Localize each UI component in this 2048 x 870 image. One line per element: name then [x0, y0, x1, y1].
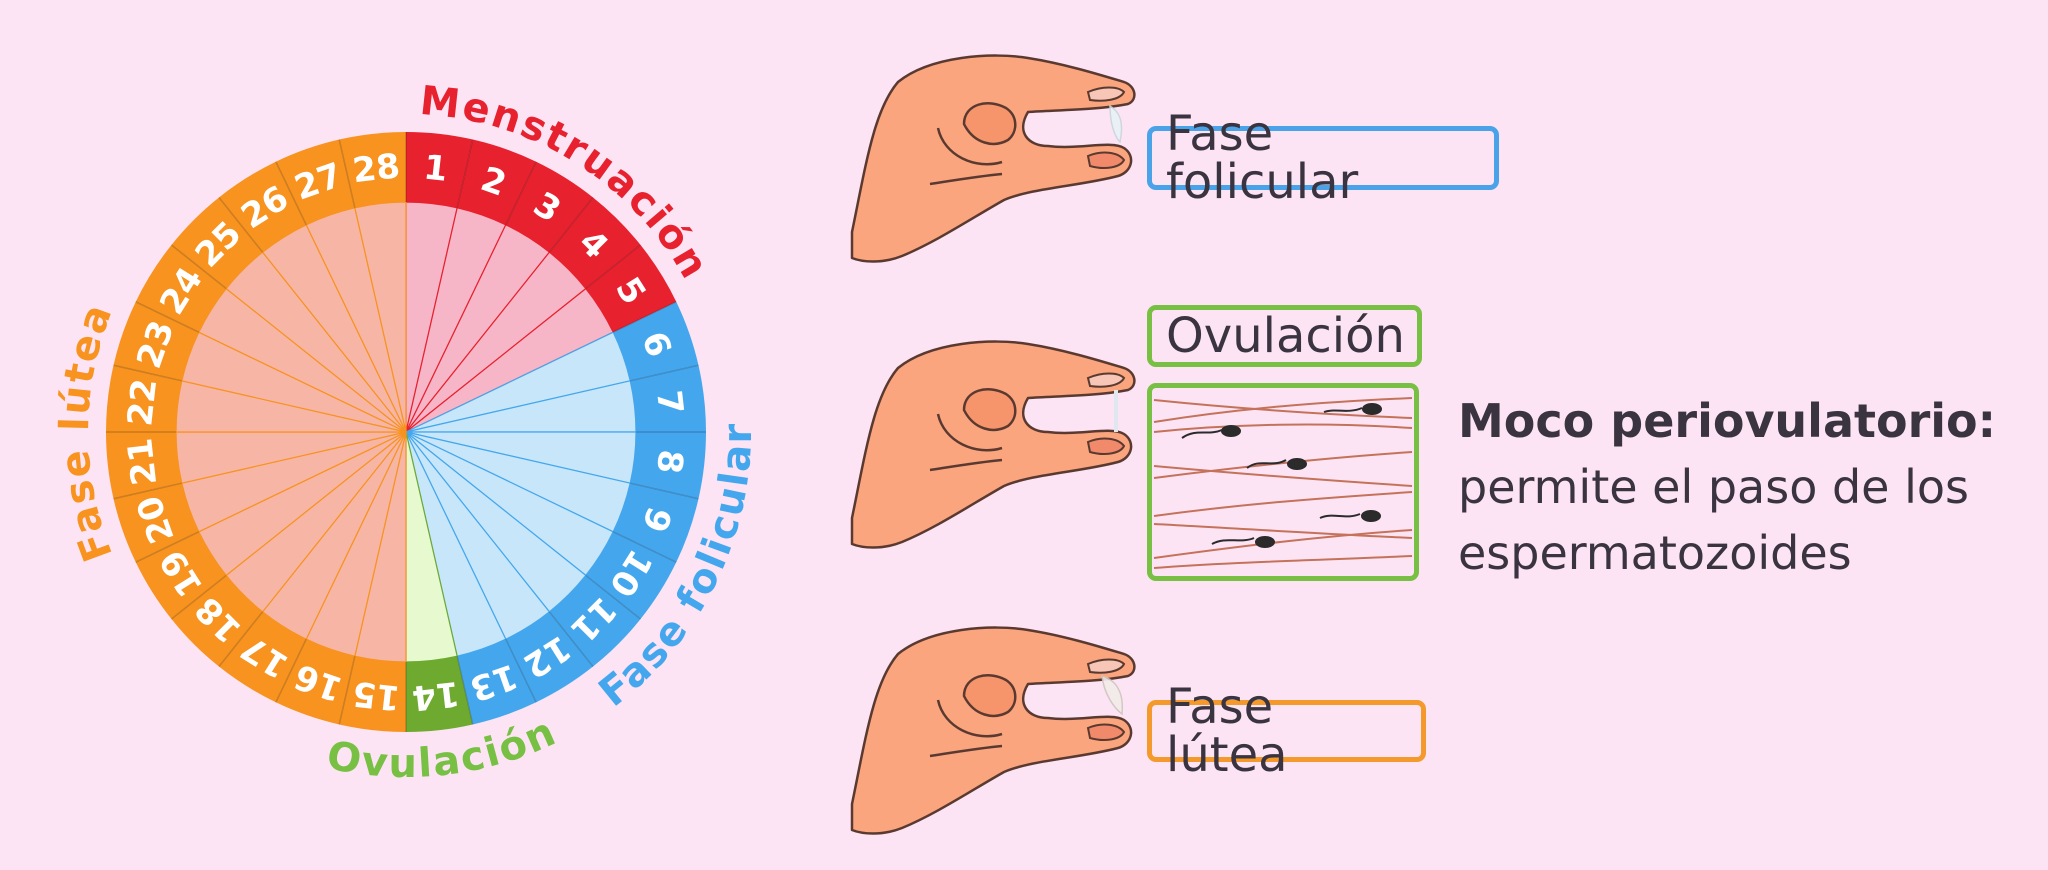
wheel-day-ring — [106, 132, 706, 732]
wheel-ring-divider — [338, 656, 356, 725]
wheel-ring-divider — [113, 364, 182, 382]
wheel-ring-segment-24 — [135, 244, 227, 333]
wheel-ring-segment-15 — [339, 656, 406, 732]
ovulation-label: Ovulación — [1147, 305, 1422, 367]
wheel-ring-divider — [548, 196, 594, 253]
wheel-ring-divider — [338, 139, 356, 208]
wheel-ring-segment-9 — [613, 483, 699, 563]
wheel-ring-segment-10 — [585, 531, 677, 620]
wheel-ring-segment-8 — [630, 432, 706, 499]
wheel-ring-segment-21 — [106, 432, 182, 499]
wheel-day-label: 28 — [351, 146, 403, 191]
wheel-ring-divider — [135, 301, 200, 333]
wheel-ring-divider — [456, 656, 474, 725]
wheel-ring-divider — [113, 482, 182, 500]
wheel-ring-segment-6 — [613, 301, 699, 381]
luteal-phase-text: Fase lútea — [1166, 679, 1288, 783]
wheel-ring-divider — [630, 482, 699, 500]
wheel-ring-divider — [135, 531, 200, 563]
wheel-ring-divider — [585, 244, 642, 290]
wheel-ring-segment-2 — [457, 139, 537, 225]
wheel-ring-divider — [585, 574, 642, 620]
wheel-ring-segment-12 — [505, 611, 594, 703]
wheel-ring-segment-3 — [505, 161, 594, 253]
wheel-day-label: 15 — [351, 673, 403, 718]
follicular-phase-label: Fase folicular — [1147, 110, 1499, 206]
mucus-description: Moco periovulatorio: permite el paso de … — [1458, 388, 1996, 586]
wheel-ring-segment-14 — [406, 656, 473, 732]
wheel-ring-divider — [456, 139, 474, 208]
wheel-ring-segment-25 — [171, 197, 263, 289]
wheel-ring-divider — [218, 611, 264, 668]
wheel-ring-segment-1 — [406, 132, 473, 208]
wheel-ring-divider — [548, 611, 594, 668]
wheel-ring-segment-20 — [113, 483, 199, 563]
wheel-ring-dividers — [106, 132, 706, 732]
mucus-line-1: permite el paso de los — [1458, 460, 1969, 514]
mucus-title: Moco periovulatorio: — [1458, 394, 1997, 448]
wheel-ring-segment-17 — [218, 611, 307, 703]
hand-folicular — [850, 54, 1136, 263]
wheel-ring-segment-23 — [113, 301, 199, 381]
wheel-day-label: 22 — [120, 377, 165, 429]
wheel-day-label: 1 — [422, 147, 450, 189]
wheel-ring-segment-18 — [171, 575, 263, 667]
wheel-ring-segment-16 — [275, 639, 355, 725]
wheel-ring-segment-26 — [218, 161, 307, 253]
ovulation-text: Ovulación — [1166, 308, 1405, 364]
wheel-ring-segment-13 — [457, 639, 537, 725]
wheel-ring-segment-7 — [630, 365, 706, 432]
wheel-ring-segment-28 — [339, 132, 406, 208]
wheel-ring-divider — [218, 196, 264, 253]
mucus-line-2: espermatozoides — [1458, 526, 1852, 580]
wheel-ring-segment-5 — [585, 244, 677, 333]
follicular-phase-text: Fase folicular — [1166, 106, 1359, 210]
wheel-ring-segment-4 — [549, 197, 641, 289]
wheel-ring-divider — [170, 244, 227, 290]
hand-lutea — [850, 626, 1136, 835]
hand-ovulacion — [850, 340, 1136, 549]
wheel-ring-divider — [630, 364, 699, 382]
wheel-day-label: 7 — [648, 388, 690, 416]
wheel-ring-segment-19 — [135, 531, 227, 620]
wheel-day-label: 14 — [410, 673, 462, 718]
luteal-phase-label: Fase lútea — [1147, 683, 1426, 779]
wheel-ring-segment-22 — [106, 365, 182, 432]
wheel-day-label: 21 — [120, 436, 165, 488]
wheel-ring-segment-11 — [549, 575, 641, 667]
wheel-ring-divider — [275, 161, 307, 226]
mucus-network-illustration — [1147, 383, 1419, 581]
wheel-ring-segment-27 — [275, 139, 355, 225]
wheel-day-label: 8 — [648, 448, 690, 476]
mucus-fibers-and-sperm — [1153, 397, 1413, 569]
wheel-ring-divider — [612, 531, 677, 563]
wheel-ring-divider — [275, 638, 307, 703]
wheel-ring-divider — [505, 161, 537, 226]
wheel-ring-divider — [170, 574, 227, 620]
wheel-ring-divider — [612, 301, 677, 333]
wheel-ring-divider — [505, 638, 537, 703]
